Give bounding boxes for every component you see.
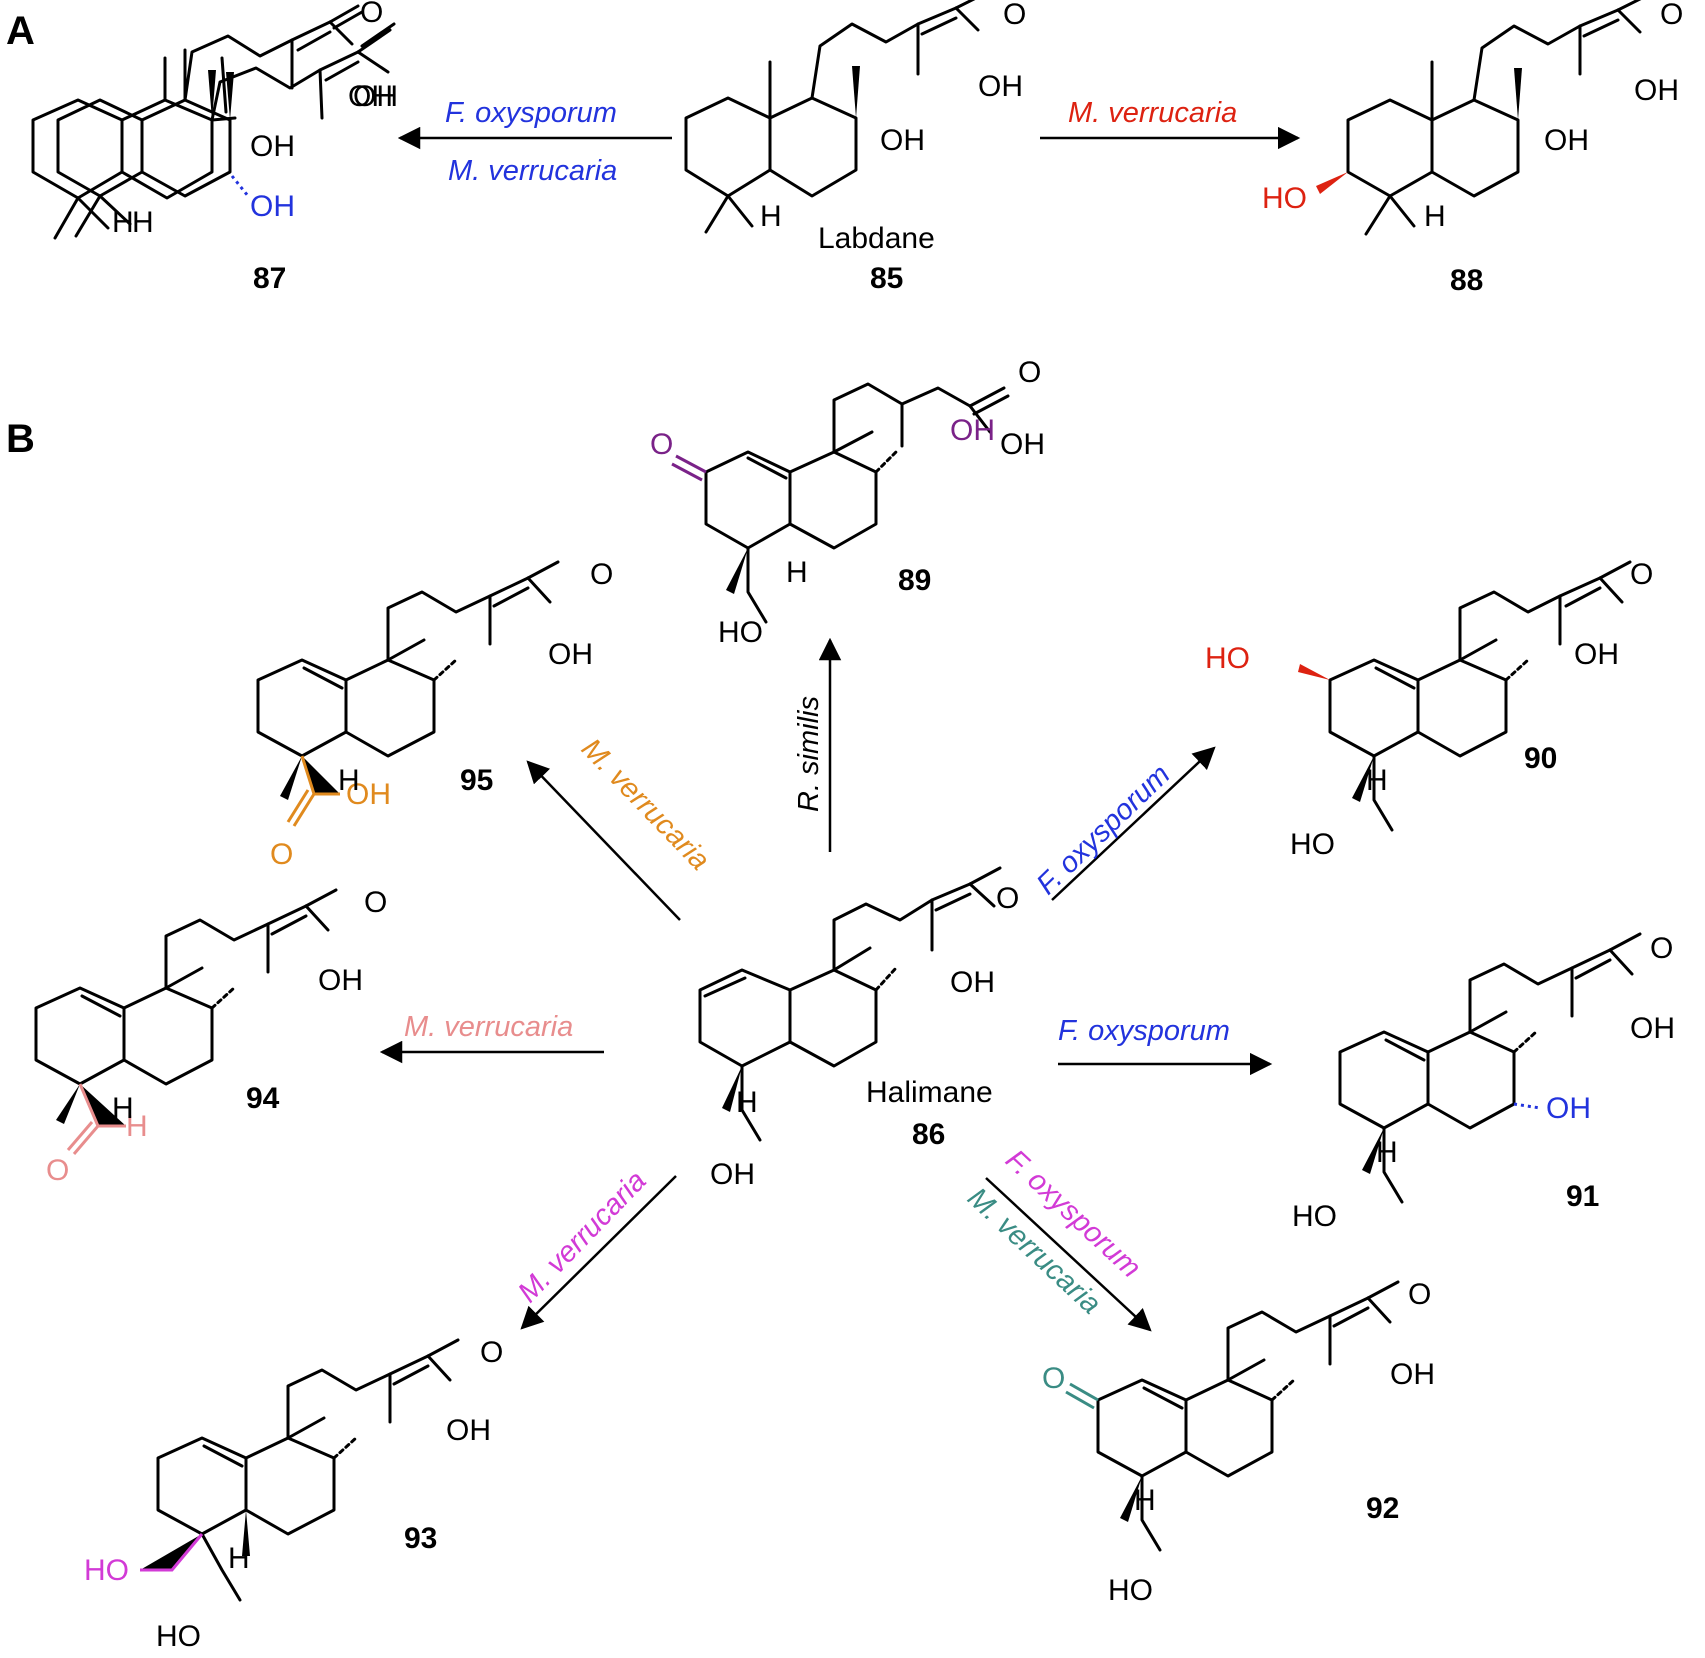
compound-92-number: 92	[1366, 1492, 1399, 1525]
compound-87-acid-oh: OH	[348, 80, 393, 113]
compound-85-ring-h: H	[760, 200, 782, 233]
compound-88-c8-oh: OH	[1544, 124, 1589, 157]
compound-86-name: Halimane	[866, 1076, 993, 1109]
organism-label-85-87-m-verrucaria: M. verrucaria	[448, 155, 617, 187]
compound-90-c3-oh: HO	[1205, 642, 1250, 675]
compound-88: O OH OH HO H 88	[1262, 0, 1683, 297]
compound-86-carbonyl-o: O	[996, 882, 1019, 915]
compound-93: HO O OH H HO 93	[84, 1336, 503, 1653]
organism-label-86-95-m-verrucaria: M. verrucaria	[575, 733, 716, 877]
compound-93-ch2oh-a: HO	[84, 1554, 129, 1587]
compound-94-aldehyde-o: O	[46, 1154, 69, 1187]
compound-85-carbonyl-o: O	[1003, 0, 1026, 31]
compound-87-oh-chain: OH	[353, 80, 398, 113]
arrow-86-to-90	[1051, 746, 1216, 901]
compound-92-carbonyl-o: O	[1408, 1278, 1431, 1311]
compound-90-number: 90	[1524, 742, 1557, 775]
compound-85-name: Labdane	[818, 222, 935, 255]
compound-94-carbonyl-o: O	[364, 886, 387, 919]
compound-87-c8-oh: OH	[250, 130, 295, 163]
arrow-86-to-95	[526, 760, 681, 921]
compound-94-acid-oh: OH	[318, 964, 363, 997]
compound-89-ch2oh: HO	[718, 616, 763, 649]
compound-92: O O OH H HO 92	[1042, 1278, 1435, 1607]
compound-89-c13-oh: OH	[950, 414, 995, 447]
compound-94: O H O OH H 94	[34, 886, 387, 1187]
compound-89: O OH O OH H HO 89	[650, 356, 1045, 649]
arrow-86-to-92	[985, 1177, 1152, 1332]
compound-93-ch2oh-b: HO	[156, 1620, 201, 1653]
compound-92-ketone-o: O	[1042, 1362, 1065, 1395]
compound-88-ring-h: H	[1424, 200, 1446, 233]
compound-86-acid-oh: OH	[950, 966, 995, 999]
organism-label-86-89-r-similis: R. similis	[793, 696, 825, 812]
organism-label-86-94-m-verrucaria: M. verrucaria	[404, 1011, 573, 1043]
compound-90-acid-oh: OH	[1574, 638, 1619, 671]
compound-93-ring-h: H	[228, 1542, 250, 1575]
panel-label-b: B	[6, 417, 35, 461]
organism-label-86-91-f-oxysporum: F. oxysporum	[1058, 1015, 1230, 1047]
compound-94-ring-h: H	[112, 1092, 134, 1125]
compound-89-ketone-o: O	[650, 428, 673, 461]
panel-label-a: A	[6, 9, 35, 53]
compound-91-number: 91	[1566, 1180, 1599, 1213]
compound-91-ch2oh: HO	[1292, 1200, 1337, 1233]
compound-92-ch2oh: HO	[1108, 1574, 1153, 1607]
compound-86-ring-h: H	[736, 1086, 758, 1119]
compound-87-ring-h: H	[132, 206, 154, 239]
compound-92-acid-oh: OH	[1390, 1358, 1435, 1391]
organism-label-85-88-m-verrucaria: M. verrucaria	[1068, 97, 1237, 129]
compound-86-halimane: O OH H OH Halimane 86	[698, 866, 1019, 1191]
compound-87-structure: OH H	[31, 22, 398, 240]
compound-88-number: 88	[1450, 264, 1483, 297]
compound-85-c8-oh: OH	[880, 124, 925, 157]
compound-95-carbonyl-o: O	[590, 558, 613, 591]
organism-label-86-90-f-oxysporum: F. oxysporum	[1031, 759, 1177, 901]
compound-95-acid-oh: OH	[548, 638, 593, 671]
compound-93-carbonyl-o: O	[480, 1336, 503, 1369]
arrow-86-to-93	[520, 1175, 677, 1330]
compound-90-carbonyl-o: O	[1630, 558, 1653, 591]
compound-90-ch2oh: HO	[1290, 828, 1335, 861]
compound-91-acid-oh: OH	[1630, 1012, 1675, 1045]
compound-86-number: 86	[912, 1118, 945, 1151]
compound-95-acid-o: O	[270, 838, 293, 871]
compound-92-ring-h: H	[1134, 1484, 1156, 1517]
compound-88-carbonyl-o: O	[1660, 0, 1683, 31]
compound-88-acid-oh: OH	[1634, 74, 1679, 107]
compound-91-c7-oh: OH	[1546, 1092, 1591, 1125]
compound-87-c7-oh: OH	[250, 190, 295, 223]
organism-label-85-87-f-oxysporum: F. oxysporum	[445, 97, 617, 129]
compound-90-ring-h: H	[1366, 764, 1388, 797]
compound-93-number: 93	[404, 1522, 437, 1555]
compound-87-number: 87	[253, 262, 286, 295]
compound-89-acid-oh: OH	[1000, 428, 1045, 461]
compound-88-c3-oh: HO	[1262, 182, 1307, 215]
compound-85-acid-oh: OH	[978, 70, 1023, 103]
compound-87: O OH OH OH H 87	[56, 0, 393, 295]
compound-90: HO O OH H HO 90	[1205, 558, 1653, 861]
compound-85-number: 85	[870, 262, 903, 295]
organism-label-86-93-m-verrucaria: M. verrucaria	[512, 1165, 653, 1309]
compound-95-c19-oh: OH	[346, 778, 391, 811]
compound-95: O OH O OH H 95	[256, 558, 613, 871]
compound-91-ring-h: H	[1376, 1136, 1398, 1169]
compound-91-carbonyl-o: O	[1650, 932, 1673, 965]
compound-93-acid-oh: OH	[446, 1414, 491, 1447]
compound-94-aldehyde-h: H	[126, 1110, 148, 1143]
organism-label-86-92-f-oxysporum: F. oxysporum	[999, 1144, 1147, 1285]
compound-86-ch2oh: OH	[710, 1158, 755, 1191]
compound-87-carbonyl-o: O	[360, 0, 383, 29]
compound-85-labdane: O OH OH H Labdane 85	[684, 0, 1026, 295]
compound-89-ring-h: H	[786, 556, 808, 589]
compound-89-carbonyl-o: O	[1018, 356, 1041, 389]
compound-95-number: 95	[460, 764, 493, 797]
compound-95-ring-h: H	[338, 764, 360, 797]
compound-91: OH O OH H HO 91	[1292, 932, 1675, 1233]
compound-94-number: 94	[246, 1082, 280, 1115]
compound-89-number: 89	[898, 564, 931, 597]
